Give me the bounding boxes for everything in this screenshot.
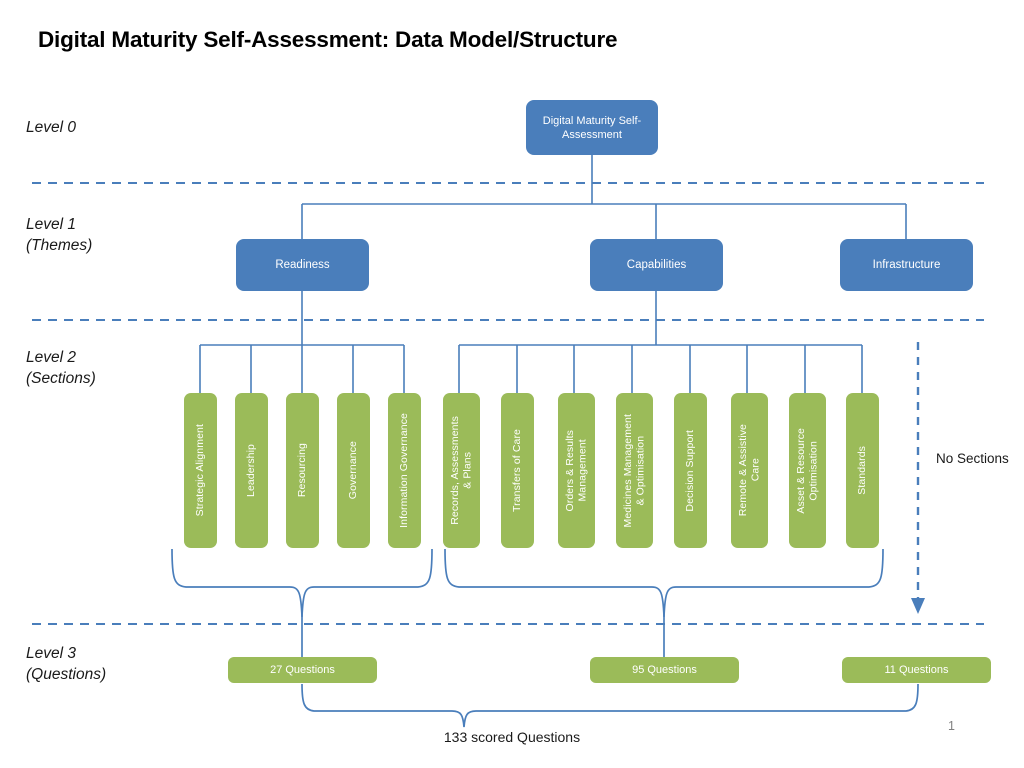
section-node-resourcing[interactable]: Resourcing (286, 393, 319, 548)
total-scored-questions-label: 133 scored Questions (443, 729, 581, 745)
section-label: Remote & Assistive Care (737, 424, 762, 517)
section-node-governance[interactable]: Governance (337, 393, 370, 548)
section-label: Leadership (245, 444, 258, 497)
page-number: 1 (948, 719, 955, 733)
section-label: Governance (347, 441, 360, 500)
theme-node-readiness[interactable]: Readiness (236, 239, 369, 291)
section-node-leadership[interactable]: Leadership (235, 393, 268, 548)
section-label: Medicines Management & Optimisation (622, 413, 647, 528)
section-label: Transfers of Care (511, 428, 524, 512)
section-node-standards[interactable]: Standards (846, 393, 879, 548)
theme-node-capabilities[interactable]: Capabilities (590, 239, 723, 291)
level-3-label: Level 3 (Questions) (26, 645, 107, 683)
section-label: Decision Support (684, 429, 697, 512)
root-node-digital-maturity-self-assessment[interactable]: Digital Maturity Self-Assessment (526, 100, 658, 155)
section-node-strategic-alignment[interactable]: Strategic Alignment (184, 393, 217, 548)
section-label: Orders & Results Management (564, 429, 589, 512)
section-node-decision-support[interactable]: Decision Support (674, 393, 707, 548)
question-count-capabilities[interactable]: 95 Questions (590, 657, 739, 683)
section-node-information-governance[interactable]: Information Governance (388, 393, 421, 548)
infrastructure-no-sections-arrow (911, 342, 925, 614)
section-label: Resourcing (296, 443, 309, 498)
level-2-label: Level 2 (Sections) (26, 349, 96, 387)
brace-capabilities (444, 548, 884, 618)
connector-root-to-themes (301, 155, 907, 239)
section-node-remote-assistive-care[interactable]: Remote & Assistive Care (731, 393, 768, 548)
brace-total-questions (301, 683, 919, 728)
section-node-asset-resource-optimisation[interactable]: Asset & Resource Optimisation (789, 393, 826, 548)
theme-node-infrastructure[interactable]: Infrastructure (840, 239, 973, 291)
question-count-readiness[interactable]: 27 Questions (228, 657, 377, 683)
section-label: Information Governance (398, 413, 411, 528)
section-node-medicines-management-optimisation[interactable]: Medicines Management & Optimisation (616, 393, 653, 548)
section-label: Asset & Resource Optimisation (795, 427, 820, 514)
page-title: Digital Maturity Self-Assessment: Data M… (38, 27, 618, 52)
question-count-infrastructure[interactable]: 11 Questions (842, 657, 991, 683)
no-sections-note: No Sections (936, 451, 1009, 466)
connector-capabilities-to-sections (458, 291, 863, 393)
connector-readiness-to-sections (199, 291, 405, 393)
brace-readiness (171, 548, 433, 618)
level-1-label: Level 1 (Themes) (26, 216, 93, 254)
level-0-label: Level 0 (26, 119, 76, 136)
section-label: Strategic Alignment (194, 424, 207, 517)
section-node-orders-results-management[interactable]: Orders & Results Management (558, 393, 595, 548)
section-node-records-assessments-plans[interactable]: Records, Assessments & Plans (443, 393, 480, 548)
section-label: Standards (856, 446, 869, 495)
section-label: Records, Assessments & Plans (449, 416, 474, 525)
section-node-transfers-of-care[interactable]: Transfers of Care (501, 393, 534, 548)
